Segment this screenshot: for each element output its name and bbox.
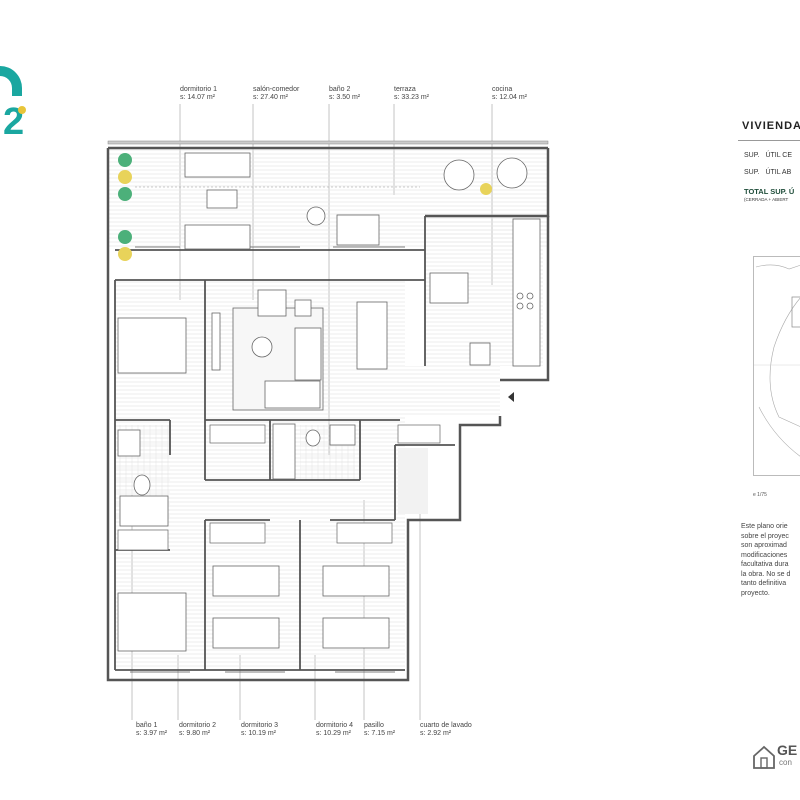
title-divider: [738, 140, 800, 141]
key-plan: [753, 256, 800, 476]
brand-sub: con: [779, 758, 792, 767]
disclaimer-note: Este plano orie sobre el proyec son apro…: [741, 523, 791, 597]
sup-abierta: SUP.ÚTIL AB: [744, 169, 792, 176]
brand-name: GE: [777, 742, 798, 758]
brand-logo-icon: 2: [0, 66, 26, 140]
house-logo-icon: [753, 745, 775, 769]
scale-label: e 1/75: [753, 492, 767, 498]
unit-title: VIVIENDA: [742, 120, 800, 132]
total-surface-sub: (CERRADA + ABIERT: [744, 197, 789, 202]
sup-cerrada: SUP.ÚTIL CE: [744, 152, 793, 159]
total-surface: TOTAL SUP. Ú: [744, 187, 795, 196]
